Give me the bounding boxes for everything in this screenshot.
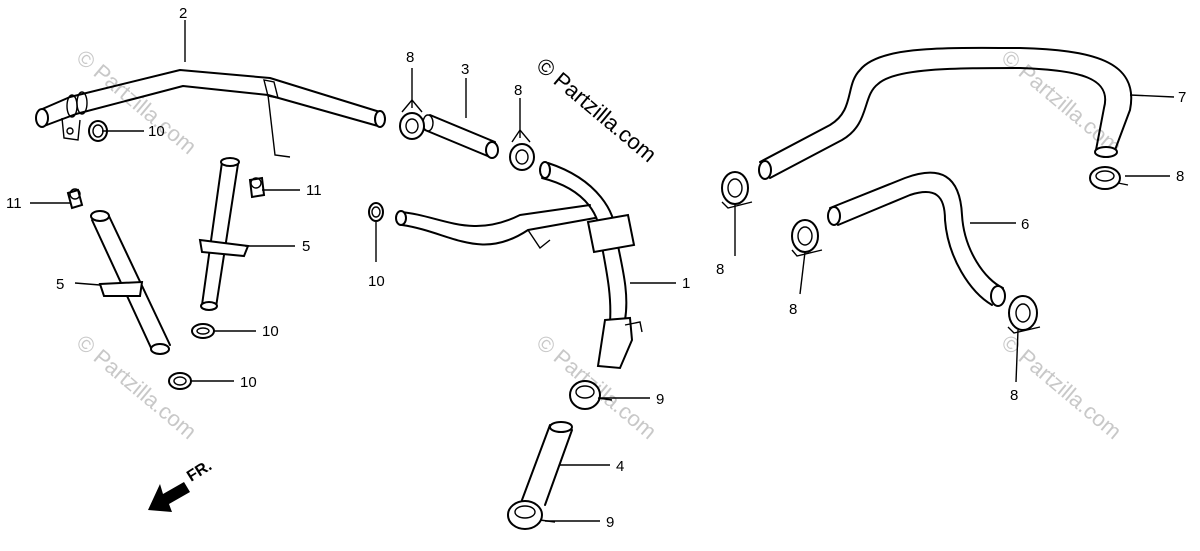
- clamp-8-far-right: [1089, 166, 1129, 190]
- front-label: FR.: [184, 457, 215, 485]
- callout-1: 1: [682, 275, 690, 292]
- o-ring-10-low: [191, 323, 215, 339]
- callout-10-a: 10: [148, 123, 165, 140]
- clamp-8-mid-right: [791, 219, 823, 257]
- callout-8-b: 8: [514, 82, 522, 99]
- callout-11-a: 11: [6, 195, 22, 212]
- callout-8-c: 8: [1176, 168, 1184, 185]
- callout-9-b: 9: [606, 514, 614, 531]
- front-direction-indicator: FR.: [148, 457, 215, 512]
- front-arrow-icon: [148, 482, 190, 512]
- callout-8-e: 8: [789, 301, 797, 318]
- callout-2: 2: [179, 5, 187, 22]
- callout-11-b: 11: [306, 182, 322, 199]
- callout-numbers: 2 8 3 8 10 11 11 5 5 10 10 10 1 9 4 9 7 …: [6, 5, 1186, 531]
- callout-4: 4: [616, 458, 624, 475]
- part-3-hose: [422, 114, 499, 159]
- o-ring-10-mid: [368, 202, 384, 222]
- bolt-11-left: [66, 188, 84, 210]
- callout-8-f: 8: [1010, 387, 1018, 404]
- part-5-pipe-left: [90, 210, 171, 355]
- part-5-pipe-right: [198, 157, 250, 311]
- callout-10-b: 10: [368, 273, 385, 290]
- clamp-8-right: [509, 128, 535, 171]
- callout-6: 6: [1021, 216, 1029, 233]
- part-4-hose: [521, 421, 573, 506]
- watermark-faint-1: © Partzilla.com: [72, 45, 202, 159]
- o-ring-10-bottom: [168, 372, 192, 390]
- clamp-9-upper: [569, 380, 613, 410]
- callout-7: 7: [1178, 89, 1186, 106]
- part-7-hose: [758, 46, 1133, 180]
- callout-5-a: 5: [302, 238, 310, 255]
- callout-3: 3: [461, 61, 469, 78]
- callout-9-a: 9: [656, 391, 664, 408]
- callout-10-c: 10: [262, 323, 279, 340]
- bolt-11-right: [248, 176, 266, 199]
- clamp-9-lower: [507, 500, 556, 530]
- callout-8-d: 8: [716, 261, 724, 278]
- watermark-main: © Partzilla.com: [532, 53, 662, 167]
- clamp-8-lower-right: [1007, 295, 1041, 334]
- clamp-8-mid-left: [721, 171, 753, 209]
- callout-5-b: 5: [56, 276, 64, 293]
- callout-8-a: 8: [406, 49, 414, 66]
- leader-lines: [30, 20, 1175, 522]
- part-6-hose: [827, 171, 1006, 307]
- callout-10-d: 10: [240, 374, 257, 391]
- part-1-hose: [395, 161, 643, 370]
- part-2-pipe: [35, 69, 386, 158]
